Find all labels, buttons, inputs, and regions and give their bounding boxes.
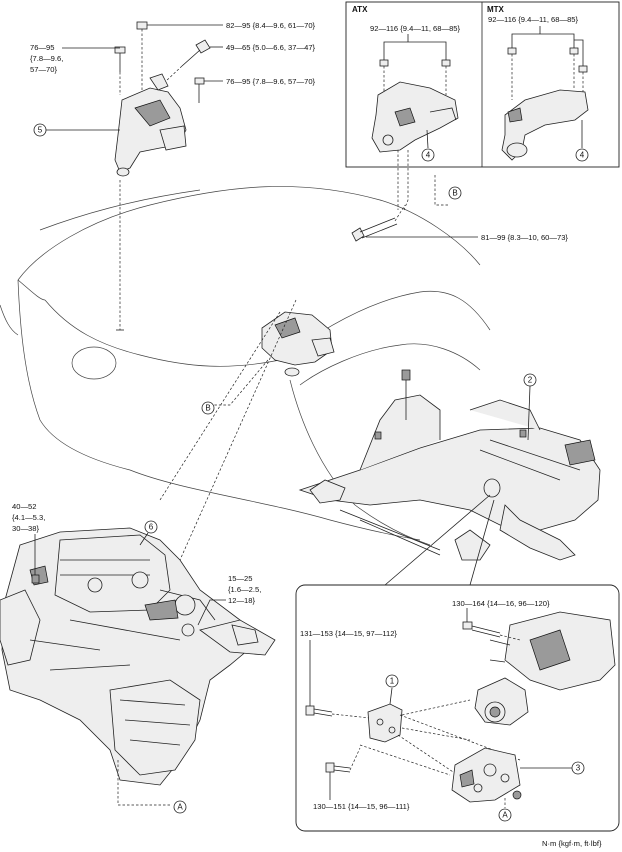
engine-mount-no5: 5 [33,21,211,331]
torque-label-130-151: 130—151 {14—15, 96—111} [313,802,410,811]
torque-label-76-95-right: 76—95 {7.8—9.6, 57—70} [226,77,316,86]
ref-a-bottom-text: A [177,803,183,812]
ref-b-mid [201,401,215,415]
atx-label: ATX [352,5,368,14]
torque-label-131-153: 131—153 {14—15, 97—112} [300,629,397,638]
transmission-mount-installed [159,299,335,561]
ref-b-mid-text: B [205,404,210,413]
torque-label-15-25-l1: 15—25 [228,574,253,583]
bolt-49-65 [164,39,211,83]
mount-no5-body [114,87,187,173]
ref-b-top [448,186,462,200]
rubber-mount [474,677,529,726]
bolt-76-95-left [114,46,126,95]
atx-mount-bracket [371,81,459,211]
callout-3 [571,761,585,775]
ref-a-bottom [173,800,187,814]
bolt-130-164 [462,621,521,641]
long-through-bolt [351,204,406,242]
torque-label-76-95-left-l1: 76—95 [30,43,55,52]
ref-a-inset-text: A [502,811,508,820]
zoom-line-left [384,494,491,586]
mtx-torque-label: 92—116 {9.4—11, 68—85} [488,15,579,24]
atx-bolt-right [441,59,451,95]
atx-torque-label: 92—116 {9.4—11, 68—85} [370,24,461,33]
callout-4-mtx [575,148,589,162]
mtx-label: MTX [487,5,505,14]
callout-1-text: 1 [390,677,395,686]
callout-4-atx [421,148,435,162]
callout-2 [523,373,537,387]
torque-label-40-52-l2: {4.1—5.3, [12,513,45,522]
zoom-line-right [469,499,495,586]
callout-1 [385,674,399,688]
callout-4-mtx-text: 4 [580,151,585,160]
mtx-mount-bracket [501,89,589,161]
front-subframe [298,369,601,561]
mtx-bolts [507,47,588,100]
emblem-oval [71,346,117,380]
callout-6-text: 6 [149,523,154,532]
callout-4-atx-text: 4 [426,151,431,160]
mount-block-no3 [451,747,522,803]
torque-label-49-65: 49—65 {5.0—6.6, 37—47} [226,43,316,52]
units-note: N·m {kgf·m, ft·lbf} [542,839,602,848]
torque-label-76-95-left-l3: 57—70} [30,65,57,74]
callout-2-text: 2 [528,376,533,385]
bolt-76-95-right [194,77,205,103]
ref-b-top-text: B [452,189,457,198]
torque-label-15-25-l2: {1.6—2.5, [228,585,261,594]
inset-atx-mtx: ATX MTX 92—116 {9.4—11, 68—85} 92—116 {9… [345,1,620,211]
torque-label-40-52-l1: 40—52 [12,502,37,511]
callout-5-text: 5 [38,126,43,135]
torque-label-130-164: 130—164 {14—16, 96—120} [452,599,550,608]
torque-label-81-99: 81—99 {8.3—10, 60—73} [481,233,568,242]
inset-mount-detail: 130—164 {14—16, 96—120} 131—153 {14—15, … [295,584,620,832]
ref-a-inset [498,808,512,822]
callout-6 [144,520,158,534]
torque-label-82-95: 82—95 {8.4—9.6, 61—70} [226,21,316,30]
bolt-82-95 [136,21,148,90]
mount-bracket-no1 [367,703,403,743]
torque-label-15-25-l3: 12—18} [228,596,255,605]
engine-transaxle-assembly [0,527,276,806]
callout-3-text: 3 [576,764,581,773]
torque-label-76-95-left-l2: {7.8—9.6, [30,54,63,63]
torque-label-40-52-l3: 30—38} [12,524,39,533]
